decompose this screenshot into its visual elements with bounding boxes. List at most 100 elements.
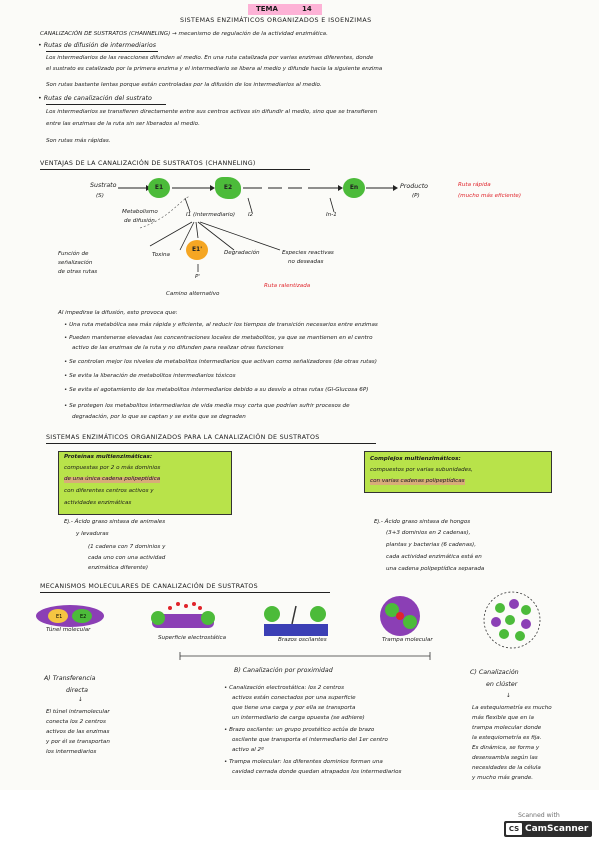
consecuencia-2b: activo de las enzimas de la ruta y no di…	[72, 345, 284, 351]
consecuencia-6b: degradación, por lo que se captan y se e…	[72, 414, 246, 420]
col-a-line-5: conecta los 2 centros	[46, 719, 106, 725]
col-c-line-6: trampa molecular donde	[472, 725, 542, 731]
box1-line-4: con diferentes centros activos y	[64, 488, 154, 494]
enzyme-e2-label: E2	[223, 184, 233, 191]
page-title: SISTEMAS ENZIMÁTICOS ORGANIZADOS E ISOEN…	[180, 17, 372, 24]
funcion-label-1: Función de	[58, 251, 89, 257]
cs-icon: CS	[506, 823, 522, 835]
bullet-difusion-text-b: el sustrato es catalizado por la primera…	[46, 66, 383, 72]
producto-label: Producto	[400, 183, 429, 190]
bullet-canalizacion-title: • Rutas de canalización del sustrato	[38, 95, 152, 102]
complejos-multienzimaticos-box	[364, 451, 552, 493]
box2-line-3: con varias cadenas polipeptídicas	[370, 478, 465, 485]
ej1-line-5: enzimática diferente)	[88, 565, 149, 571]
tunel-molecular-diagram: E1 E2	[36, 605, 104, 627]
consecuencia-1: • Una ruta metabólica sea más rápida y e…	[64, 322, 378, 328]
tema-badge	[248, 4, 322, 15]
enzyme-e2: E2	[215, 177, 241, 199]
tunel-label: Túnel molecular	[46, 627, 91, 633]
box2-line-1: Complejos multienzimáticos:	[370, 456, 461, 462]
bullet-canalizacion-text-a: Los intermediarios se transfieren direct…	[46, 109, 378, 115]
bracket-lines	[179, 652, 431, 660]
trampa-label: Trampa molecular	[382, 637, 433, 643]
bullet-difusion-underline	[46, 51, 158, 52]
ej1-line-2: y levaduras	[76, 531, 109, 537]
sistemas-underline	[46, 443, 376, 444]
brazos-label: Brazos oscilantes	[278, 637, 327, 643]
col-b-line-6: oscilante que transporta el intermediari…	[232, 737, 388, 743]
bullet-canalizacion-underline	[46, 104, 166, 105]
consecuencia-4: • Se evita la liberación de metabolitos …	[64, 373, 236, 379]
col-b-line-8: • Trampa molecular: los diferentes domin…	[224, 759, 383, 765]
col-a-line-7: y por él se transportan	[46, 739, 110, 745]
col-a-line-1: A) Transferencia	[44, 675, 96, 682]
ruta-ralentizada-label: Ruta ralentizada	[264, 283, 311, 289]
svg-text:E1: E1	[56, 614, 62, 620]
ej1-line-4: cada uno con una actividad	[88, 555, 166, 561]
col-c-line-10: necesidades de la célula	[472, 765, 541, 771]
ventajas-title: VENTAJAS DE LA CANALIZACIÓN DE SUSTRATOS…	[40, 160, 256, 167]
tema-label: TEMA	[256, 5, 278, 13]
col-b-line-9: cavidad cerrada donde quedan atrapados l…	[232, 769, 402, 775]
producto-p: (P)	[412, 193, 420, 199]
intro-line: CANALIZACIÓN DE SUSTRATOS (CHANNELING) →…	[40, 31, 328, 37]
sistemas-title: SISTEMAS ENZIMÁTICOS ORGANIZADOS PARA LA…	[46, 434, 320, 441]
col-c-line-4: La estequiometría es mucho	[472, 705, 552, 711]
funcion-label-3: de otras rutas	[58, 269, 98, 275]
enzyme-en: En	[343, 178, 365, 198]
col-c-line-5: más flexible que en la	[472, 715, 534, 721]
col-b-line-1: • Canalización electrostática: los 2 cen…	[224, 685, 345, 691]
brazos-oscilantes-diagram	[264, 605, 328, 636]
col-c-line-9: desensambla según las	[472, 755, 538, 761]
enzyme-e1: E1	[148, 178, 170, 198]
ruta-rapida-label: Ruta rápida	[458, 182, 491, 188]
col-c-line-7: la estequiometría es fija.	[472, 735, 542, 741]
col-c-line-3: ↓	[506, 693, 511, 699]
de-difusion-label: de difusión	[124, 218, 155, 224]
bullet-difusion-text-c: Son rutas bastante lentas porque están c…	[46, 82, 322, 88]
ventajas-underline	[40, 169, 310, 170]
camscanner-name: CamScanner	[525, 824, 589, 834]
ej2-line-4: cada actividad enzimática está en	[386, 554, 482, 560]
camino-alternativo-label: Camino alternativo	[166, 291, 220, 297]
consecuencia-3: • Se controlan mejor los niveles de meta…	[64, 359, 377, 365]
col-a-line-8: los intermediarios	[46, 749, 97, 755]
box1-line-5: actividades enzimáticas	[64, 500, 132, 506]
box1-line-1: Proteínas multienzimáticas:	[64, 454, 153, 460]
tema-number: 14	[302, 5, 312, 13]
svg-text:E2: E2	[80, 614, 86, 620]
col-a-line-4: El túnel intramolecular	[46, 709, 110, 715]
col-c-line-11: y mucho más grande.	[472, 775, 534, 781]
box2-line-2: compuestos por varias subunidades,	[370, 467, 473, 473]
intermediario-i2: I2	[248, 212, 254, 218]
enzyme-e1-prime-label: E1'	[191, 246, 203, 253]
degradacion-label: Degradación	[224, 250, 260, 256]
toxina-label: Toxina	[152, 252, 170, 258]
superficie-electrostatica-diagram	[151, 602, 215, 628]
trampa-molecular-diagram	[380, 596, 420, 636]
col-a-line-2: directa	[66, 687, 88, 694]
mecanismos-title: MECANISMOS MOLECULARES DE CANALIZACIÓN D…	[40, 583, 258, 590]
ej2-line-2: (3+3 dominios en 2 cadenas),	[386, 530, 471, 536]
col-c-line-2: en clúster	[486, 681, 518, 688]
ej2-line-3: plantas y bacterias (6 cadenas),	[386, 542, 477, 548]
col-b-line-7: activo al 2º	[232, 747, 264, 753]
bullet-difusion-text-a: Los intermediarios de las reacciones dif…	[46, 55, 374, 61]
ej1-line-1: Ej.- Ácido graso sintasa de animales	[64, 519, 166, 525]
mechanisms-illustrations: E1 E2	[36, 591, 541, 649]
col-a-line-3: ↓	[78, 697, 83, 703]
sustrato-s: (S)	[96, 193, 104, 199]
intermediario-in1: In-1	[326, 212, 337, 218]
camscanner-watermark: Scanned with CS CamScanner	[500, 810, 592, 840]
consecuencias-intro: Al impedirse la difusión, esto provoca q…	[58, 310, 178, 316]
consecuencia-5: • Se evita el agotamiento de los metabol…	[64, 387, 369, 393]
col-c-line-1: C) Canalización	[470, 669, 519, 676]
col-b-line-5: • Brazo oscilante: un grupo prostético a…	[224, 727, 375, 733]
box1-line-2: compuestas por 2 o más dominios	[64, 465, 161, 471]
superficie-label: Superficie electrostática	[158, 635, 227, 641]
mecanismos-underline	[40, 592, 330, 593]
sustrato-label: Sustrato	[90, 182, 117, 189]
col-a-line-6: activos de las enzimas	[46, 729, 110, 735]
enzyme-en-label: En	[349, 184, 359, 191]
bullet-canalizacion-text-c: Son rutas más rápidas.	[46, 138, 111, 144]
